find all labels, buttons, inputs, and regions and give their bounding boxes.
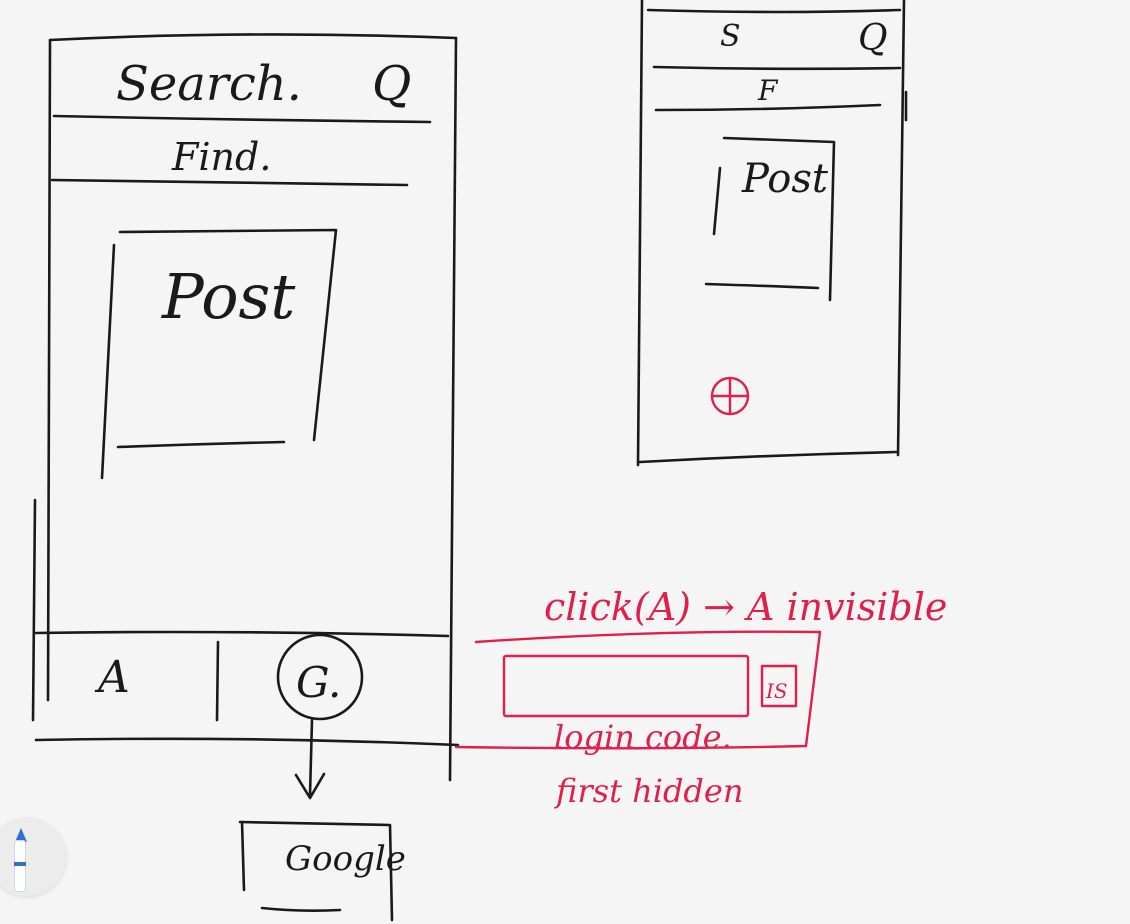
small-phone-bottom-edge [638, 450, 898, 464]
search-bar-label[interactable]: Search. [116, 56, 302, 112]
tab-g[interactable]: G. [296, 658, 341, 707]
search-divider [52, 114, 432, 124]
plus-circle-icon[interactable] [710, 376, 750, 416]
bottom-nav-divider [215, 640, 220, 722]
large-phone-wireframe: Search. Q Find. Post A G. Google [31, 33, 460, 922]
small-phone-wireframe: S Q F Post [636, 0, 908, 467]
first-hidden-label: first hidden [554, 772, 743, 810]
google-box-label[interactable]: Google [285, 839, 406, 879]
small-post-card-bottom-line [704, 282, 820, 290]
post-card-left-edge [100, 243, 116, 480]
post-card-top-right [118, 228, 338, 442]
click-note: click(A) → A invisible [544, 585, 947, 629]
large-phone-left-edge [46, 38, 52, 702]
large-phone-top-edge [48, 33, 458, 42]
bottom-nav-bottom-line [34, 737, 460, 747]
tab-g-circle [276, 633, 364, 721]
bottom-nav-top-line [34, 630, 450, 638]
pen-band [14, 862, 26, 866]
login-code-label: login code. [554, 718, 732, 756]
pen-tip-icon [15, 828, 27, 842]
google-arrow-shaft [308, 718, 314, 797]
post-card-bottom-line [116, 440, 286, 449]
small-post-card-label: Post [741, 156, 829, 202]
google-box-left-edge [240, 820, 246, 892]
small-find-label[interactable]: F [757, 74, 779, 107]
pen-icon [14, 840, 26, 892]
small-phone-right-edge [896, 0, 906, 457]
pen-tool-button[interactable] [0, 818, 66, 896]
login-code-annotation: click(A) → A invisible IS login code. fi… [454, 585, 947, 810]
google-box-bottom-line [260, 906, 342, 912]
small-phone-top-edge [646, 8, 902, 14]
find-field-label[interactable]: Find. [171, 135, 271, 179]
code-send-button-label[interactable]: IS [765, 679, 788, 703]
tab-a[interactable]: A [94, 652, 130, 703]
code-send-button-box[interactable] [760, 664, 798, 708]
large-phone-left-edge-lower [31, 498, 37, 722]
login-popup-outline [454, 630, 822, 750]
post-card-label: Post [161, 260, 295, 333]
small-phone-left-edge [636, 0, 644, 467]
search-icon[interactable]: Q [372, 56, 411, 112]
small-search-divider [652, 65, 902, 71]
small-post-card-left-edge [712, 166, 722, 236]
small-search-icon[interactable]: Q [858, 18, 888, 59]
google-arrow-head [294, 772, 326, 800]
small-search-label[interactable]: S [720, 19, 741, 54]
google-box-top-right [238, 820, 394, 922]
small-find-divider [654, 103, 882, 112]
small-post-card-top-right [722, 136, 836, 302]
find-divider [50, 178, 409, 187]
large-phone-right-edge [448, 36, 458, 782]
login-code-input[interactable] [502, 654, 750, 718]
